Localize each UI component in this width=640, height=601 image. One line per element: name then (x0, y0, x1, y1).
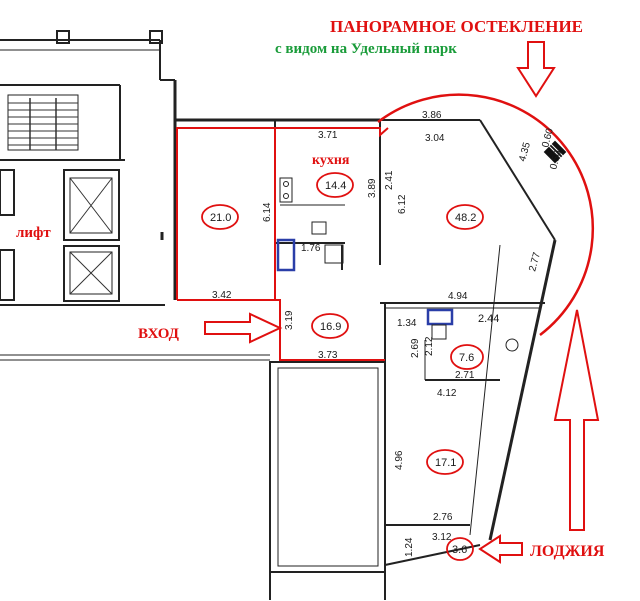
dim-342: 3.42 (212, 290, 232, 301)
dim-496: 4.96 (394, 450, 405, 470)
dim-612: 6.12 (397, 194, 408, 214)
dim-277: 2.77 (527, 251, 543, 273)
small-bath-area: 2.44 (478, 313, 499, 325)
loggia-label: ЛОДЖИЯ (530, 543, 605, 560)
park-view-label: с видом на Удельный парк (275, 41, 457, 57)
dim-319: 3.19 (284, 310, 295, 330)
bathtub-icon (276, 238, 296, 272)
dim-412: 4.12 (437, 388, 457, 399)
dim-276: 2.76 (433, 512, 453, 523)
glazing-side-arrow-icon (553, 309, 600, 531)
kitchen-fixtures (276, 177, 345, 272)
elevator-shafts (0, 169, 120, 302)
lift-label: лифт (16, 225, 51, 241)
bedroom-area: 17.1 (435, 457, 456, 469)
living-room-area: 48.2 (455, 212, 476, 224)
wc-area: 1.76 (301, 243, 321, 254)
dim-312: 3.12 (432, 532, 452, 543)
dim-389: 3.89 (367, 178, 378, 198)
kitchen-area: 14.4 (325, 180, 346, 192)
dim-371: 3.71 (318, 130, 338, 141)
dim-050: 0.50 (548, 149, 564, 171)
panoramic-arrow-icon (516, 41, 556, 98)
dim-212: 2.12 (424, 336, 435, 356)
panoramic-arc (377, 93, 595, 336)
hall-area: 16.9 (320, 321, 341, 333)
kitchen-label: кухня (312, 153, 350, 168)
dim-435: 4.35 (517, 141, 533, 163)
dim-614: 6.14 (262, 202, 273, 222)
dim-386: 3.86 (422, 110, 442, 121)
dim-134: 1.34 (397, 318, 417, 329)
room-left-area: 21.0 (210, 212, 231, 224)
dim-060: 0.60 (540, 127, 556, 149)
dim-241: 2.41 (384, 170, 395, 190)
entrance-arrow-icon (204, 312, 283, 344)
loggia-area: 3.6 (452, 544, 467, 556)
panoramic-label: ПАНОРАМНОЕ ОСТЕКЛЕНИЕ (330, 17, 583, 36)
area-markers (201, 172, 484, 561)
bath-fixtures (426, 308, 519, 352)
bathroom-area: 7.6 (459, 352, 474, 364)
dim-373: 3.73 (318, 350, 338, 361)
dim-269: 2.69 (410, 338, 421, 358)
dim-494: 4.94 (448, 291, 468, 302)
dim-304: 3.04 (425, 133, 445, 144)
dim-271: 2.71 (455, 370, 475, 381)
entrance-label: ВХОД (138, 326, 180, 342)
sink-icon (426, 308, 454, 326)
apartment-outline-left (176, 127, 389, 361)
stairs (7, 94, 79, 151)
apartment-walls (173, 80, 557, 600)
stairwell-block (0, 0, 270, 361)
loggia-arrow-icon (478, 534, 523, 564)
dim-124: 1.24 (404, 537, 415, 557)
